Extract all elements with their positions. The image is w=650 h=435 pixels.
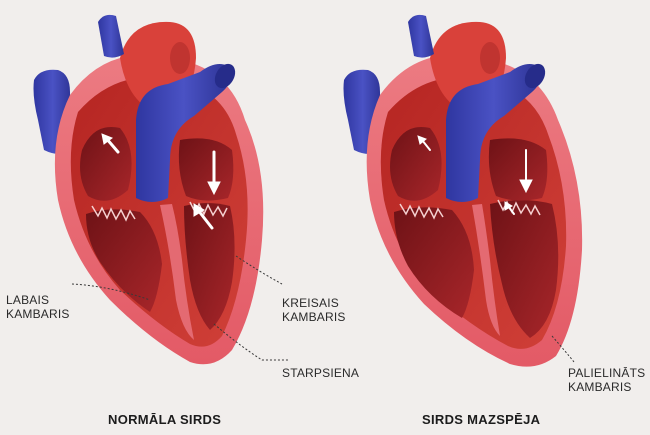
label-right-ventricle: LABAIS KAMBARIS [6,293,70,321]
normal-aorta-opening [170,42,190,74]
failing-heart [344,15,583,367]
caption-normal-heart: NORMĀLA SIRDS [108,412,221,427]
label-enlarged-ventricle: PALIELINĀTS KAMBARIS [568,366,645,394]
failing-left-atrium [489,138,547,200]
normal-pulmonary-vein [98,15,124,58]
label-left-ventricle: KREISAIS KAMBARIS [282,296,346,324]
failing-pulmonary-vein [408,15,434,58]
caption-heart-failure: SIRDS MAZSPĒJA [422,412,540,427]
failing-aorta-opening [480,42,500,74]
label-septum: STARPSIENA [282,366,359,380]
normal-left-atrium [179,138,233,200]
